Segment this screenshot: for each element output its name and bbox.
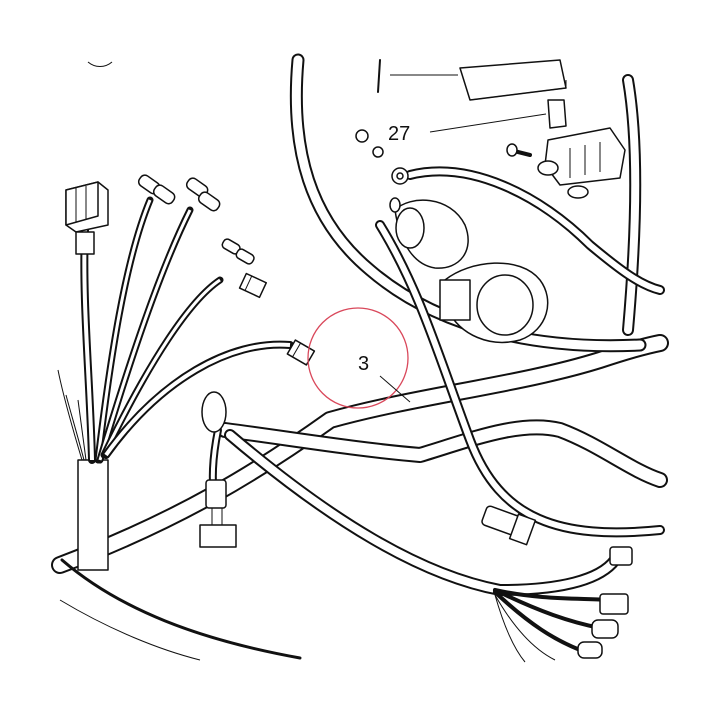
- left-multipin-connector: [65, 181, 109, 255]
- loop-wire: [289, 53, 665, 538]
- callout-27-label: 27: [388, 123, 410, 145]
- highlight-circle: [307, 307, 409, 409]
- starter-solenoid: [389, 197, 549, 344]
- ring-terminal: [355, 129, 409, 185]
- callout-27-group: 27: [388, 123, 410, 145]
- bullet-terminals: [137, 174, 255, 265]
- callout-3-label: 3: [358, 353, 369, 375]
- plug-connectors: [199, 272, 537, 548]
- left-wire-bundle: [57, 196, 302, 661]
- callout-3-group: 3: [358, 353, 411, 403]
- fuse-item-27: [429, 99, 567, 133]
- connector-block: [506, 127, 626, 199]
- bottom-right-terminals: [493, 546, 633, 663]
- relay-module: [377, 59, 567, 101]
- main-harness-trunk: [51, 334, 669, 596]
